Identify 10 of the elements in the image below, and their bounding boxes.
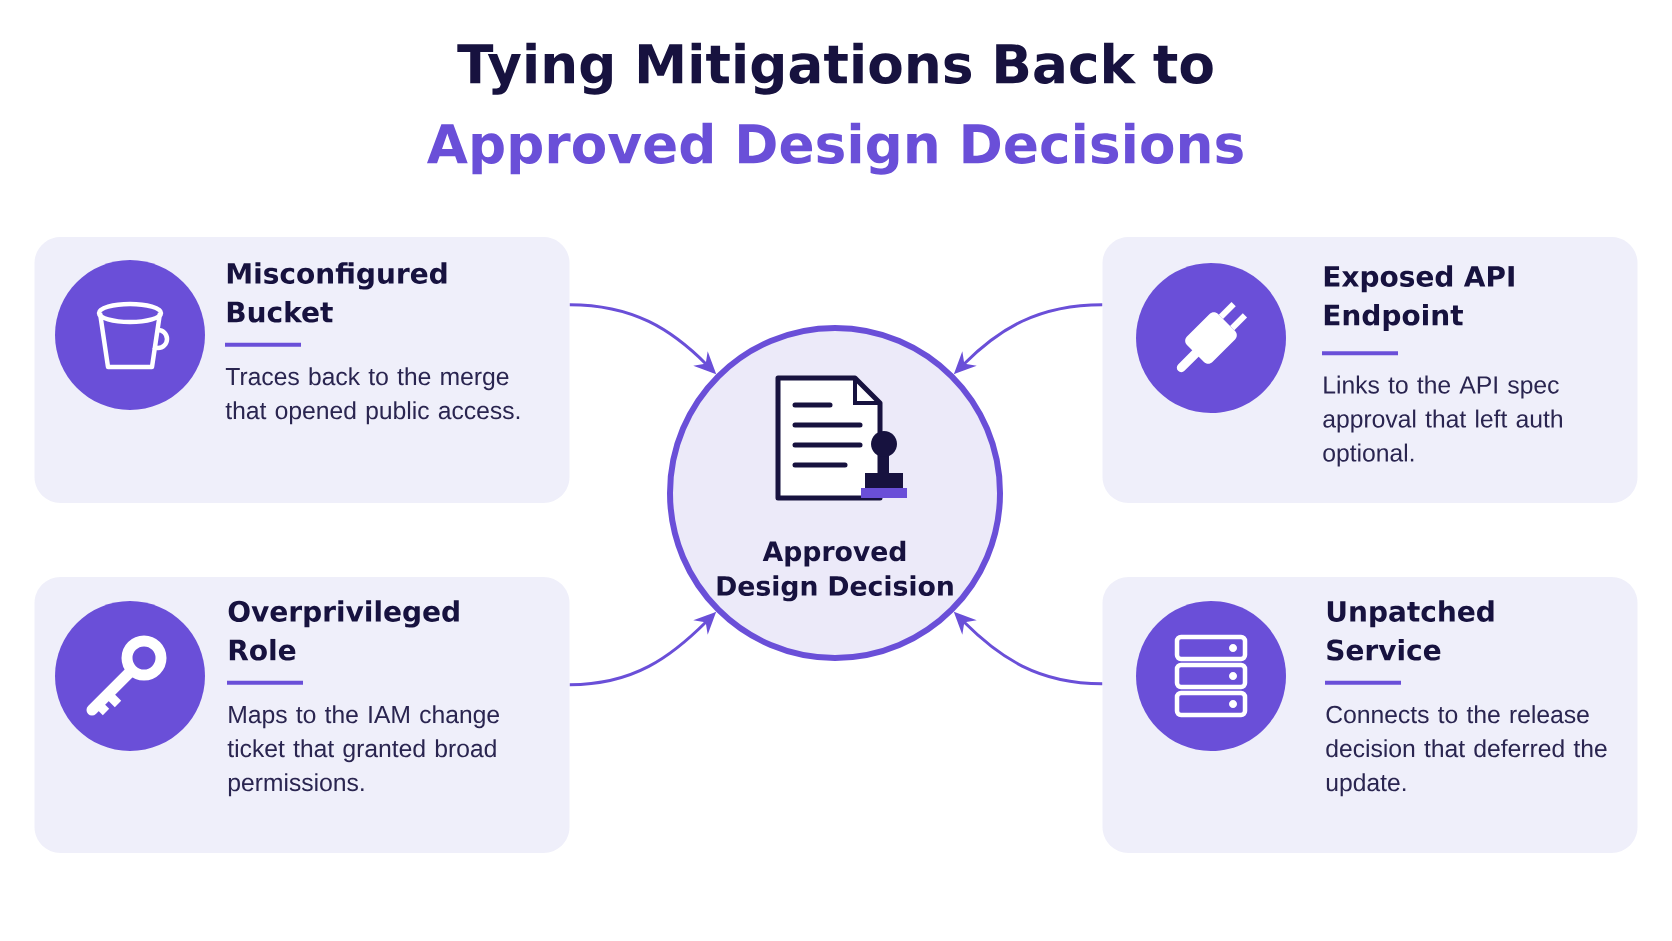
card-heading: Exposed API Endpoint <box>1324 265 1514 332</box>
card-heading: Overprivileged Role <box>228 600 459 661</box>
card-heading: Misconfigured Bucket <box>227 262 447 323</box>
circle-label: Approved Design Decision <box>717 540 953 602</box>
card-description: Traces back to the merge that opened public access. <box>225 367 520 425</box>
card-description: Maps to the IAM change ticket that granted broad permissions. <box>227 705 499 797</box>
card-description: Connects to the release decision that deferred the update. <box>1326 705 1607 797</box>
title: Tying Mitigations Back to Approved Design Decisions <box>426 42 1243 175</box>
card-heading: Unpatched Service <box>1327 600 1494 661</box>
card-description: Links to the API spec approval that left auth optional. <box>1323 375 1562 467</box>
